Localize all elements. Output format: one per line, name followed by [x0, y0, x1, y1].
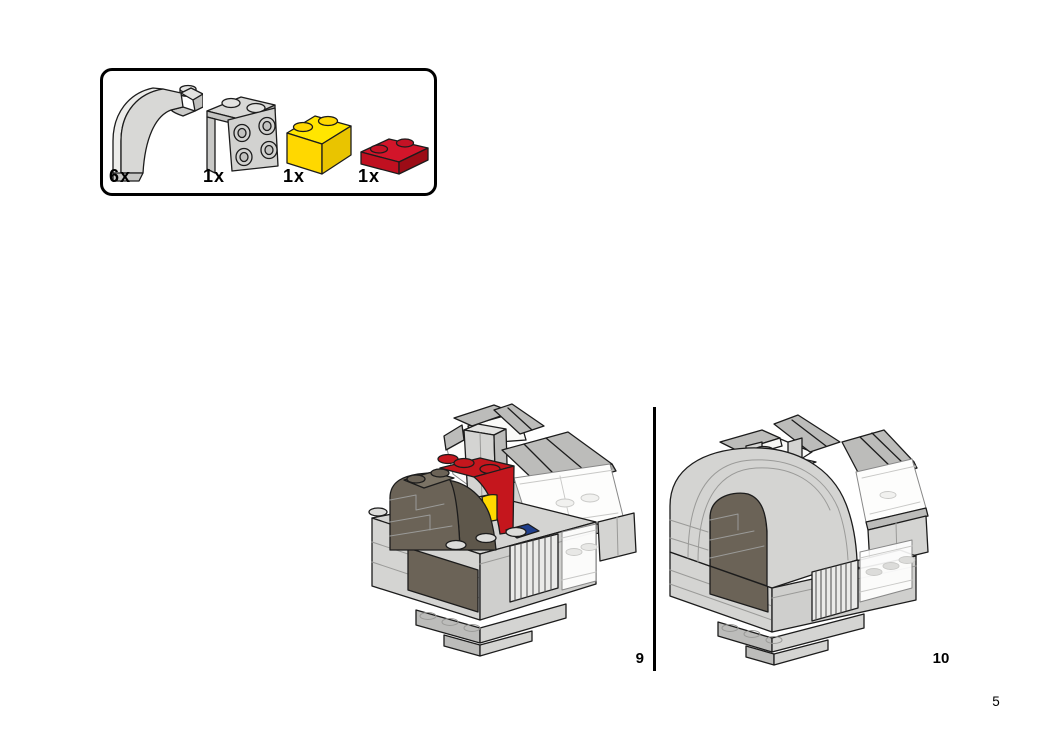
arch-brick — [112, 84, 204, 182]
red-plate-image — [360, 138, 429, 175]
rear-body-panel — [597, 512, 637, 562]
part-quantity-label: 1x — [358, 166, 381, 186]
part-bracket — [201, 93, 289, 185]
clear-box — [859, 539, 916, 603]
bracket-image — [206, 96, 279, 174]
grille — [811, 559, 859, 622]
part-yellow-brick — [285, 113, 357, 179]
step-number-9: 9 — [635, 650, 644, 667]
yellow-brick — [286, 115, 352, 175]
windscreen — [855, 458, 929, 531]
base-top-studs — [445, 526, 527, 551]
grille — [509, 533, 559, 603]
part-red-plate — [357, 135, 433, 179]
part-quantity-label: 6x — [109, 166, 132, 186]
step-9-model-illustration — [368, 403, 637, 657]
part-arch-brick — [107, 83, 204, 187]
front-arch-hood — [669, 447, 858, 589]
bottom-steps — [415, 603, 567, 657]
step-10-model-illustration — [669, 414, 929, 666]
red-plate — [360, 138, 429, 175]
angle-bracket — [206, 96, 279, 174]
dark-tan-arch-block — [389, 468, 497, 551]
clear-box — [561, 523, 598, 591]
step-number-10: 10 — [932, 650, 950, 667]
part-quantity-label: 1x — [203, 166, 226, 186]
step-divider-line — [653, 407, 656, 671]
page-number: 5 — [992, 694, 1000, 709]
bottom-steps — [717, 613, 865, 666]
arch-brick-image — [112, 84, 204, 182]
parts-callout-box: 6x 1x 1x 1x — [100, 68, 437, 196]
part-quantity-label: 1x — [283, 166, 306, 186]
yellow-brick-image — [286, 115, 352, 175]
